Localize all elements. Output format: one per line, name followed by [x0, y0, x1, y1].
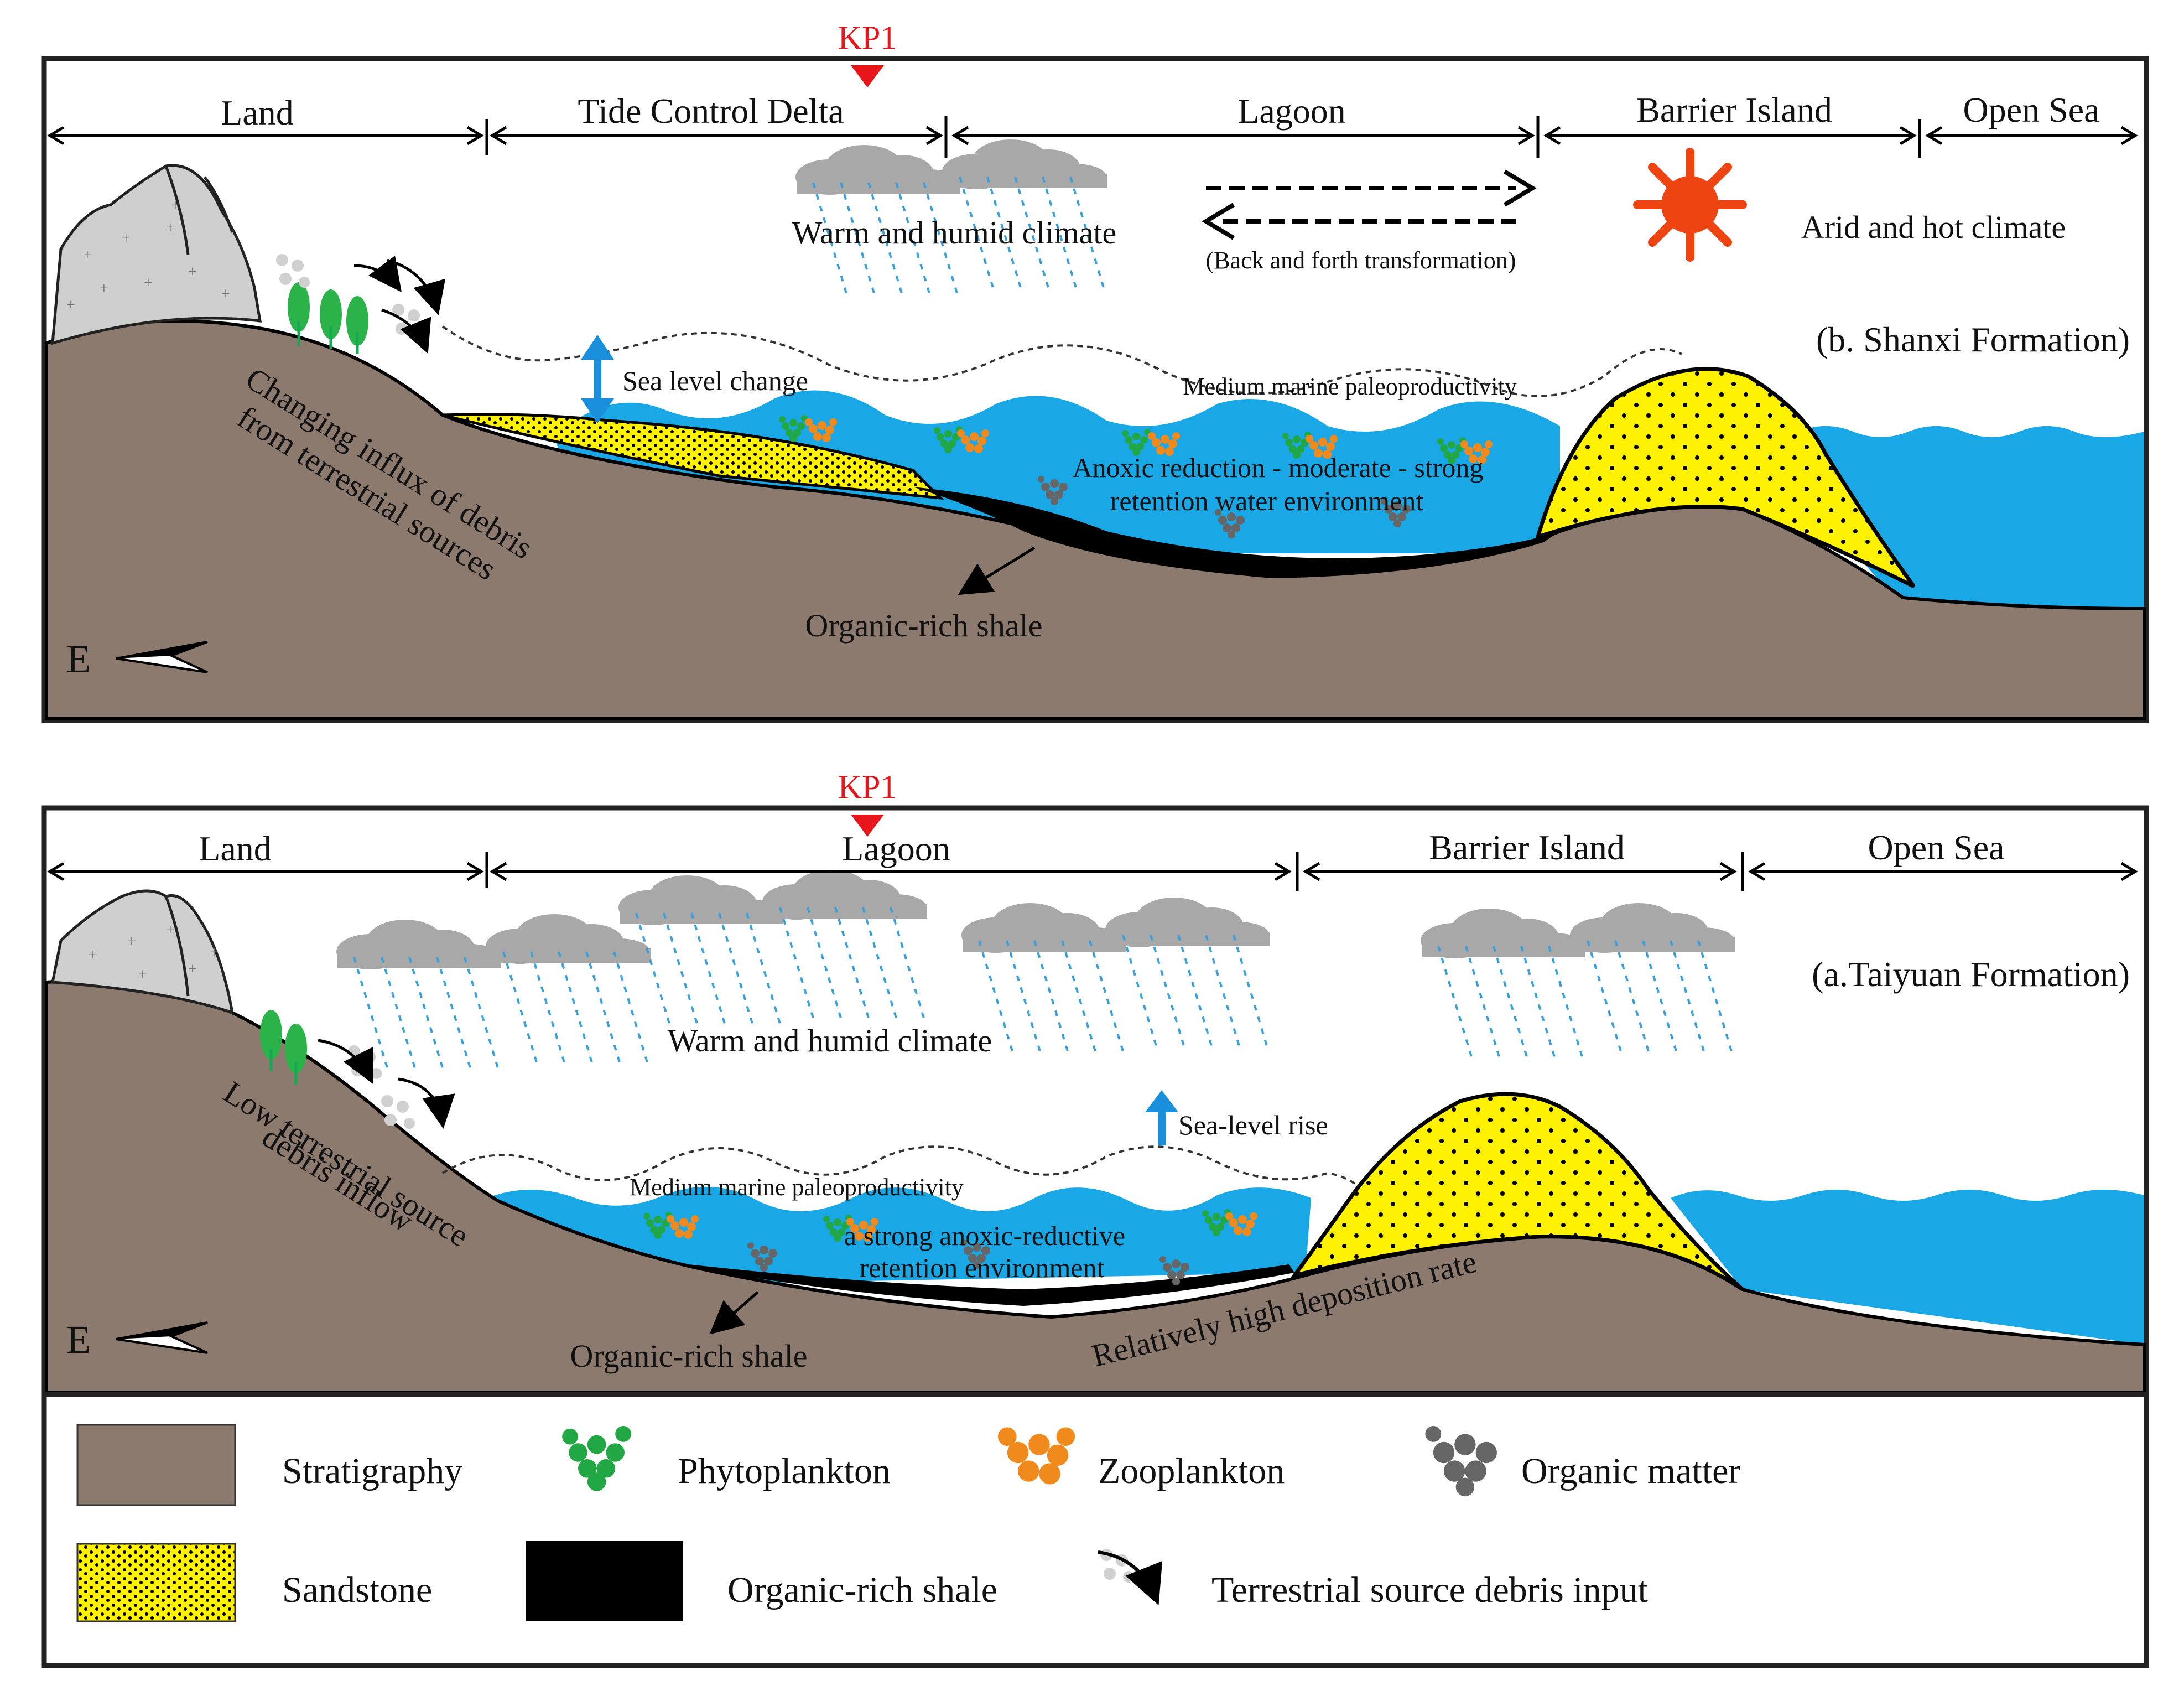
legend-sandstone-swatch	[76, 1543, 236, 1622]
panel-b-zone-arrows	[47, 116, 2138, 158]
panel-a-environment-line2: retention environment	[860, 1252, 1105, 1283]
legend-shale-swatch	[526, 1541, 683, 1621]
panel-b-debris-input-icon	[276, 254, 446, 354]
panel-b-zone-land: Land	[221, 93, 294, 132]
panel-b-productivity-label: Medium marine paleoproductivity	[1183, 373, 1517, 400]
svg-text:+: +	[66, 297, 75, 314]
svg-text:+: +	[188, 961, 197, 978]
panel-b-barrier-island	[1535, 367, 1916, 589]
svg-text:+: +	[171, 197, 180, 214]
panel-a-formation-label: (a.Taiyuan Formation)	[1812, 955, 2130, 994]
panel-b-shale-layer	[913, 487, 1560, 578]
panel-b-kp-marker-icon	[851, 65, 884, 87]
panel-a-zone-land: Land	[199, 829, 272, 868]
panel-a-debris-input-icon	[318, 1039, 455, 1129]
panel-b-mountain	[51, 164, 262, 345]
panel-a-shale-label: Organic-rich shale	[570, 1338, 808, 1374]
panel-b-direction-arrow-icon	[116, 641, 208, 673]
legend-zooplankton-label: Zooplankton	[1098, 1451, 1285, 1491]
legend-debris-input-icon	[1098, 1549, 1163, 1606]
legend-sandstone-label: Sandstone	[282, 1570, 432, 1610]
panel-b-sea-level-line	[441, 325, 1682, 397]
panel-a-trees-icon	[260, 1010, 307, 1085]
panel-b-sun-icon	[1633, 148, 1747, 262]
panel-b-environment-line2: retention water environment	[1110, 485, 1424, 516]
panel-a-productivity-label: Medium marine paleoproductivity	[630, 1174, 964, 1201]
panel-a-sea-level-label: Sea-level rise	[1178, 1109, 1328, 1140]
legend-stratigraphy-label: Stratigraphy	[282, 1451, 462, 1491]
svg-text:+: +	[138, 966, 147, 983]
svg-text:+: +	[100, 280, 108, 297]
legend-debris-input-label: Terrestrial source debris input	[1211, 1570, 1648, 1610]
panel-b-zone-lagoon: Lagoon	[1237, 91, 1346, 131]
svg-text:+: +	[122, 230, 131, 247]
panel-b-shale-pointer	[958, 546, 1036, 595]
svg-text:+: +	[188, 263, 197, 281]
svg-text:+: +	[127, 933, 136, 950]
panel-b-environment-line1: Anoxic reduction - moderate - strong	[1073, 452, 1484, 483]
panel-a-shale-pointer	[709, 1291, 759, 1335]
panel-a-sea-level-arrow-icon	[1145, 1090, 1178, 1145]
panel-a-taiyuan: +++ +++	[41, 769, 2149, 1397]
svg-text:+: +	[89, 947, 97, 964]
panel-b-formation-label: (b. Shanxi Formation)	[1816, 320, 2130, 359]
panel-a-barrier-island	[1289, 1092, 1744, 1291]
panel-a-shale-layer	[664, 1262, 1294, 1306]
panel-b-delta-sandstone	[442, 413, 944, 500]
legend-organic-matter-label: Organic matter	[1521, 1451, 1740, 1491]
svg-text:+: +	[166, 219, 175, 236]
panel-a-zone-barrier-island: Barrier Island	[1429, 828, 1625, 867]
panel-b-zone-open-sea: Open Sea	[1963, 90, 2099, 129]
panel-a-zone-arrows	[47, 852, 2138, 891]
panel-a-kp-label: KP1	[838, 769, 897, 805]
panel-a-direction-arrow-icon	[116, 1321, 208, 1354]
svg-text:+: +	[166, 922, 175, 939]
svg-text:+: +	[221, 286, 230, 303]
panel-b-transformation-note: (Back and forth transformation)	[1206, 247, 1516, 274]
legend-shale-label: Organic-rich shale	[727, 1570, 997, 1610]
panel-a-zone-open-sea: Open Sea	[1868, 828, 2004, 867]
legend-frame	[41, 1392, 2149, 1668]
panel-b-direction-label: E	[66, 637, 91, 681]
panel-b-open-sea-water	[1770, 426, 2144, 609]
panel-a-environment-line1: a strong anoxic-reductive	[844, 1220, 1125, 1251]
panel-a-kp-marker-icon	[851, 815, 884, 837]
panel-b-shanxi: + + + + + + + + +	[41, 19, 2149, 723]
panel-b-mountain-crosses: + + + + + + + + +	[66, 197, 230, 314]
panel-b-zone-delta: Tide Control Delta	[578, 91, 844, 131]
panel-b-shale-label: Organic-rich shale	[805, 608, 1043, 644]
svg-text:+: +	[144, 274, 153, 292]
panel-b-sea-level-arrow-icon	[581, 335, 614, 423]
panel-b-sea-level-label: Sea level change	[622, 365, 808, 396]
legend: Stratigraphy Phytoplankton Zooplankton O…	[41, 1392, 2149, 1668]
panel-b-climate-left: Warm and humid climate	[792, 215, 1116, 251]
panel-b-trees-icon	[288, 282, 368, 354]
legend-stratigraphy-swatch	[76, 1424, 236, 1506]
panel-a-sea-level-line	[441, 1145, 1356, 1185]
panel-a-open-sea-water	[1671, 1190, 2144, 1345]
legend-phytoplankton-label: Phytoplankton	[678, 1451, 891, 1491]
panel-b-kp-label: KP1	[838, 19, 897, 56]
panel-b-climate-right: Arid and hot climate	[1801, 209, 2066, 245]
panel-a-climate-label: Warm and humid climate	[668, 1023, 992, 1059]
panel-a-direction-label: E	[66, 1318, 91, 1362]
panel-b-transformation-arrows-icon	[1202, 169, 1537, 240]
panel-a-mountain-crosses: +++ +++	[89, 922, 219, 983]
svg-text:+: +	[83, 247, 92, 264]
svg-text:+: +	[210, 944, 219, 961]
panel-b-zone-barrier-island: Barrier Island	[1636, 90, 1832, 129]
panel-a-zone-lagoon: Lagoon	[842, 829, 950, 868]
panel-a-lagoon-water	[487, 1186, 1311, 1284]
